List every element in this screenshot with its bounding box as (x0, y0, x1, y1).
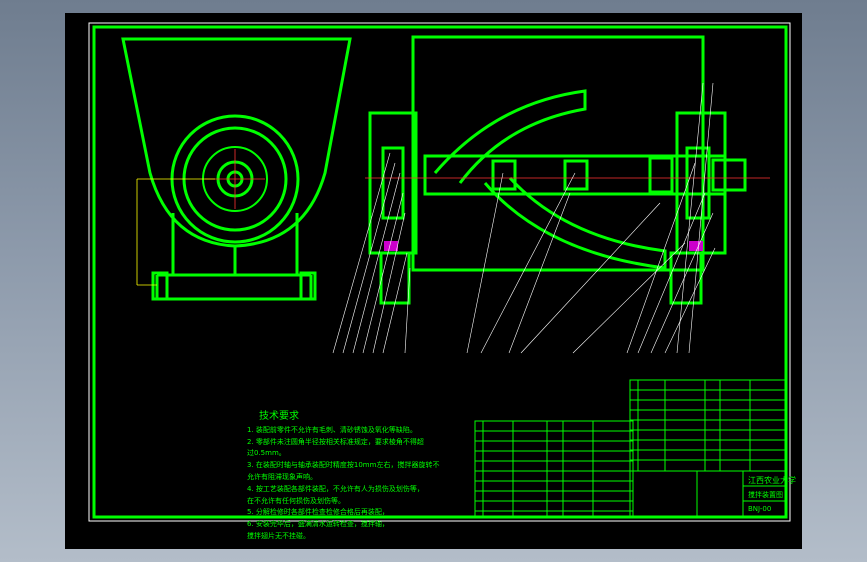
assembly-drawing (88, 22, 791, 522)
title-drawing-number: BNJ-00 (748, 505, 772, 513)
cad-viewport[interactable]: 江西农业大学 搅拌装置图 BNJ-00 技术要求 1. 装配前零件不允许有毛刺、… (65, 13, 802, 549)
note-line-10: 搅拌翅片无不挂碰。 (247, 531, 310, 540)
note-line-3: 过0.5mm。 (247, 449, 286, 458)
left-bearing (381, 146, 405, 220)
note-line-5: 允许有阻滞现象声响。 (247, 472, 317, 481)
foot-right (299, 271, 317, 301)
shaft-end (711, 158, 747, 192)
paddle-lower (483, 176, 667, 270)
note-line-4: 3. 在装配时轴与轴承装配时精度按10mm左右，搅拌器旋转不 (247, 461, 440, 470)
left-support-plate (379, 251, 411, 305)
right-bearing (685, 146, 711, 220)
right-bearing-housing (675, 111, 727, 255)
note-line-2: 2. 零部件未注圆角半径按相关标准规定，要求棱角不得超 (247, 437, 424, 446)
title-drawing-name: 搅拌装置图 (748, 491, 783, 499)
note-line-1: 1. 装配前零件不允许有毛刺、清砂锈蚀及氧化等缺陷。 (247, 425, 417, 434)
technical-notes-title: 技术要求 (259, 411, 299, 422)
section-view (368, 35, 747, 305)
foot-left (151, 271, 169, 301)
note-line-6: 4. 按工艺装配各部件装配，不允许有人为损伤及划伤等， (247, 484, 424, 493)
tank-section (411, 35, 705, 272)
title-school: 江西农业大学 (748, 476, 796, 485)
part-leaders (332, 82, 716, 354)
technical-notes: 技术要求 1. 装配前零件不允许有毛刺、清砂锈蚀及氧化等缺陷。 2. 零部件未注… (247, 411, 477, 543)
outer-sheet-border (88, 22, 791, 522)
hub-1 (491, 159, 517, 191)
support-frame (155, 213, 313, 301)
bearing-sections (384, 241, 703, 251)
drawing-frame (92, 25, 788, 519)
paddle-upper (433, 89, 587, 184)
parts-list (474, 379, 787, 518)
hub-2 (563, 159, 589, 191)
end-view (121, 37, 352, 301)
note-line-8: 5. 分解检修时各部件检查检修合格后再装配， (247, 508, 389, 517)
hub-3 (648, 156, 674, 194)
note-line-7: 在不允许有任何损伤及划伤等。 (247, 496, 345, 505)
end-view-dimension (136, 178, 215, 286)
note-line-9: 6. 安装完毕后，盛满清水运转检查，搅拌轴， (247, 520, 389, 529)
hopper-outline (121, 37, 352, 248)
